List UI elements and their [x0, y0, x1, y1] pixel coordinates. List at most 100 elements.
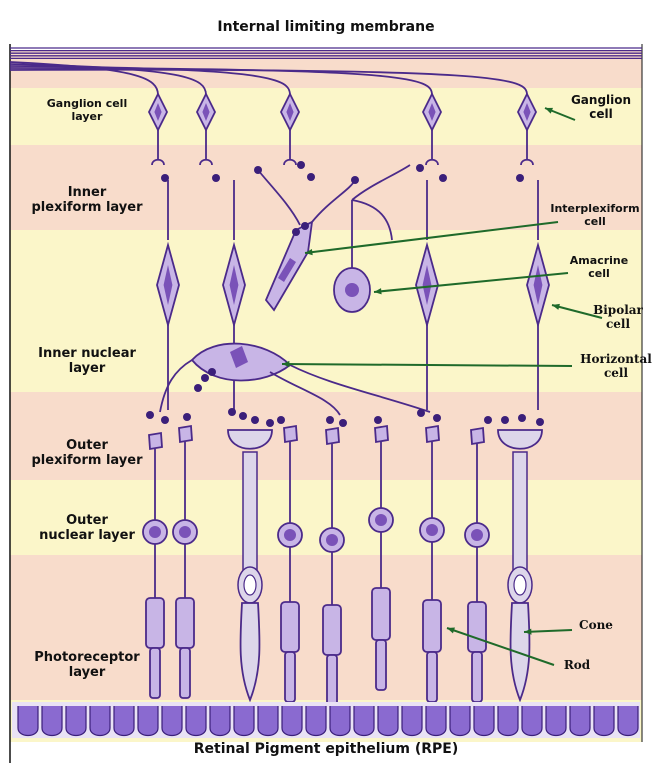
- label-line1: Amacrine: [564, 255, 634, 268]
- synaptic-terminal: [146, 411, 154, 419]
- rpe-cell: [162, 706, 182, 736]
- label-line1: Bipolar: [588, 304, 648, 318]
- synaptic-terminal: [251, 416, 259, 424]
- label-line2: cell: [588, 318, 648, 332]
- rod-outer-segment: [180, 648, 190, 698]
- synaptic-terminal: [201, 374, 209, 382]
- rod-inner-segment: [281, 602, 299, 652]
- rpe-cell: [426, 706, 446, 736]
- label-rod: Rod: [557, 659, 597, 673]
- rpe-cell: [378, 706, 398, 736]
- synaptic-terminal: [417, 409, 425, 417]
- rpe-cell: [354, 706, 374, 736]
- rpe-band: [12, 702, 640, 738]
- label-line2: cell: [538, 216, 652, 229]
- layer-label-line1: Inner: [12, 186, 162, 201]
- rod-terminal: [375, 426, 388, 442]
- rpe-cell: [594, 706, 614, 736]
- layer-label-onl: Outer nuclear layer: [12, 514, 162, 544]
- synaptic-terminal: [266, 419, 274, 427]
- rod-outer-segment: [376, 640, 386, 690]
- cone-axon: [513, 452, 527, 572]
- nucleus: [284, 529, 296, 541]
- synaptic-terminal: [516, 174, 524, 182]
- synaptic-terminal: [518, 414, 526, 422]
- rod-inner-segment: [372, 588, 390, 640]
- rpe-cell: [522, 706, 542, 736]
- layer-label-line2: nuclear layer: [12, 529, 162, 544]
- rod-inner-segment: [468, 602, 486, 652]
- synaptic-terminal: [301, 222, 309, 230]
- synaptic-terminal: [339, 419, 347, 427]
- rpe-cell: [18, 706, 38, 736]
- rod-terminal: [426, 426, 439, 442]
- layer-label-line2: layer: [12, 666, 162, 681]
- nucleus: [375, 514, 387, 526]
- rod-outer-segment: [285, 652, 295, 702]
- rpe-cell: [474, 706, 494, 736]
- synaptic-terminal: [374, 416, 382, 424]
- label-amacrine-cell: Amacrine cell: [564, 255, 634, 280]
- synaptic-terminal: [484, 416, 492, 424]
- rpe-title: Retinal Pigment epithelium (RPE): [0, 741, 652, 757]
- layer-label-line1: Outer: [12, 514, 162, 529]
- synaptic-terminal: [439, 174, 447, 182]
- rod-inner-segment: [423, 600, 441, 652]
- label-interplexiform-cell: Interplexiform cell: [538, 203, 652, 228]
- rod-terminal: [284, 426, 297, 442]
- rpe-cell: [234, 706, 254, 736]
- rpe-cell: [258, 706, 278, 736]
- rod-outer-segment: [427, 652, 437, 702]
- layer-label-ganglion: Ganglion cell layer: [12, 98, 162, 123]
- layer-label-line1: Photoreceptor: [12, 651, 162, 666]
- label-horizontal-cell: Horizontal cell: [576, 353, 652, 381]
- rpe-cell: [138, 706, 158, 736]
- nucleus: [244, 575, 256, 595]
- label-line1: Horizontal: [576, 353, 652, 367]
- synaptic-terminal: [536, 418, 544, 426]
- layer-label-inl: Inner nuclear layer: [12, 347, 162, 377]
- rpe-cell: [210, 706, 230, 736]
- label-line1: Interplexiform: [538, 203, 652, 216]
- layer-label-line2: plexiform layer: [12, 454, 162, 469]
- layer-label-line1: Inner nuclear: [12, 347, 162, 362]
- synaptic-terminal: [292, 228, 300, 236]
- rpe-cell: [498, 706, 518, 736]
- rod-terminal: [326, 428, 339, 444]
- rpe-cell: [282, 706, 302, 736]
- synaptic-terminal: [208, 368, 216, 376]
- nucleus: [514, 575, 526, 595]
- rod-terminal: [179, 426, 192, 442]
- rpe-cell: [546, 706, 566, 736]
- layer-label-line1: Outer: [12, 439, 162, 454]
- rpe-cell: [330, 706, 350, 736]
- synaptic-terminal: [194, 384, 202, 392]
- layer-label-line2: layer: [12, 362, 162, 377]
- layer-label-line1: Ganglion cell: [12, 98, 162, 111]
- label-line1: Ganglion: [566, 94, 636, 108]
- label-ganglion-cell: Ganglion cell: [566, 94, 636, 122]
- label-cone: Cone: [576, 619, 616, 633]
- rod-inner-segment: [146, 598, 164, 648]
- nucleus: [426, 524, 438, 536]
- synaptic-terminal: [297, 161, 305, 169]
- synaptic-terminal: [351, 176, 359, 184]
- label-line1: Rod: [557, 659, 597, 673]
- rpe-cell: [90, 706, 110, 736]
- cone-axon: [243, 452, 257, 572]
- rod-outer-segment: [327, 655, 337, 705]
- internal-limiting-membrane-title: Internal limiting membrane: [0, 19, 652, 35]
- rod-inner-segment: [176, 598, 194, 648]
- label-bipolar-cell: Bipolar cell: [588, 304, 648, 332]
- nucleus: [179, 526, 191, 538]
- synaptic-terminal: [183, 413, 191, 421]
- label-line2: cell: [576, 367, 652, 381]
- nucleus: [345, 283, 359, 297]
- layer-label-line2: plexiform layer: [12, 201, 162, 216]
- rpe-cell: [450, 706, 470, 736]
- rpe-cell: [114, 706, 134, 736]
- synaptic-terminal: [254, 166, 262, 174]
- layer-label-line2: layer: [12, 111, 162, 124]
- nucleus: [471, 529, 483, 541]
- synaptic-terminal: [161, 416, 169, 424]
